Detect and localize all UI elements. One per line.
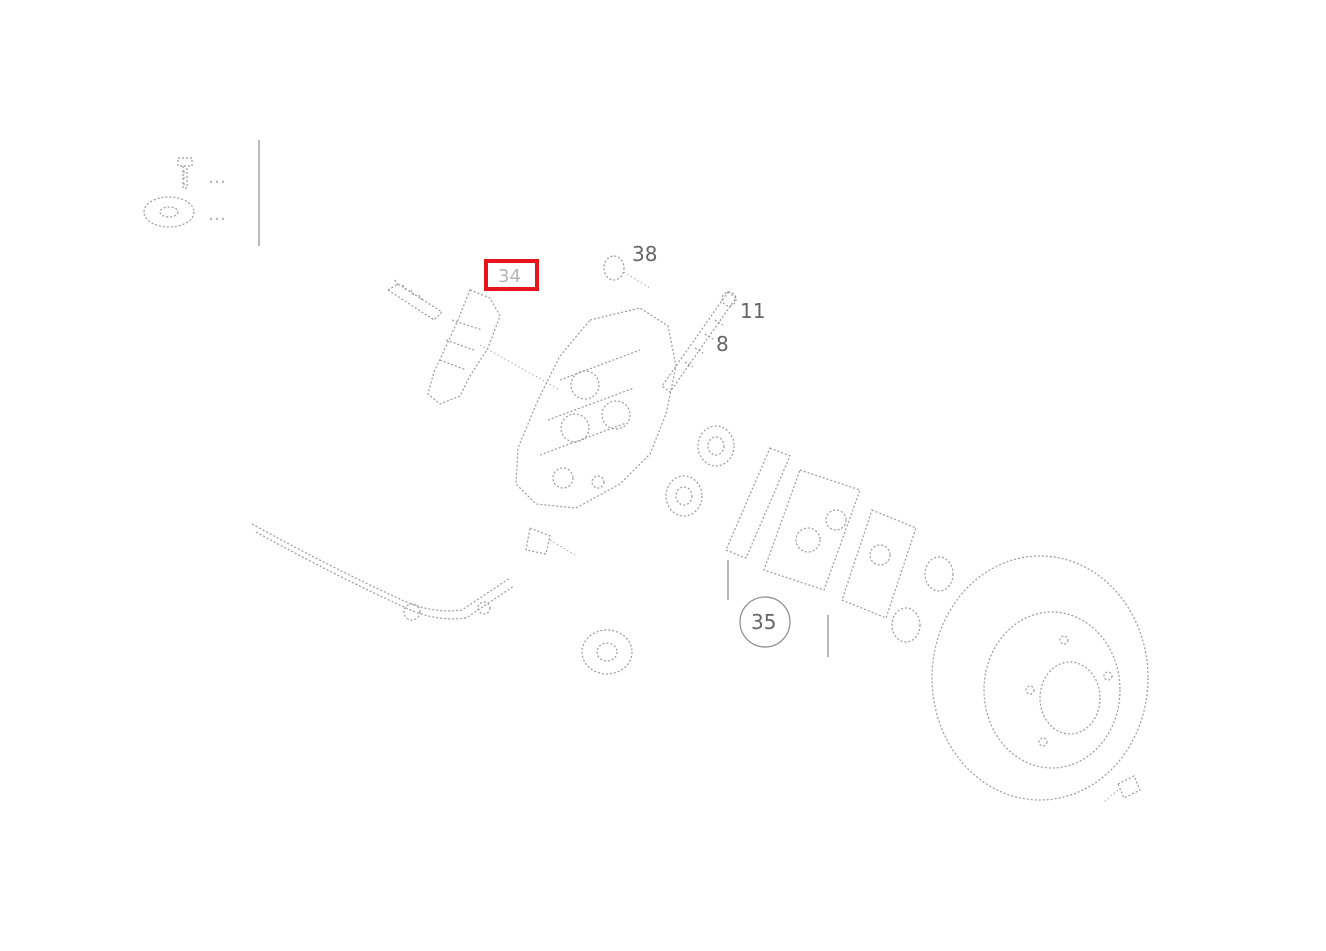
brake-disc [931, 555, 1149, 801]
callout-38: 38 [632, 242, 657, 266]
legend: … … [143, 140, 260, 246]
brake-caliper [515, 307, 677, 509]
spacer-ring-lower [891, 607, 921, 643]
disc-screw [1103, 775, 1141, 803]
dust-boot [525, 527, 576, 556]
svg-text:…: … [208, 167, 226, 188]
piston-seal-upper [697, 425, 735, 467]
callout-highlighted: 34 [498, 266, 521, 287]
guide-pin: 11 8 [661, 291, 765, 393]
spacer-ring-upper [924, 556, 954, 592]
wear-sensor-cable [251, 523, 515, 621]
callout-11: 11 [740, 299, 765, 323]
callout-8: 8 [716, 332, 729, 356]
bleed-cap: 38 [603, 242, 657, 289]
callout-circle-35 [739, 596, 791, 648]
pad-set: 35 [725, 447, 917, 657]
caliper-bolt [386, 278, 443, 321]
hub-cap [581, 629, 633, 675]
svg-text:…: … [208, 204, 226, 225]
washer-icon: … [143, 196, 226, 228]
callout-35: 35 [751, 610, 776, 634]
highlight-box[interactable]: 34 [484, 259, 539, 291]
piston-seal-lower [665, 475, 703, 517]
screw-icon: … [177, 157, 226, 189]
brake-pad [427, 289, 561, 405]
